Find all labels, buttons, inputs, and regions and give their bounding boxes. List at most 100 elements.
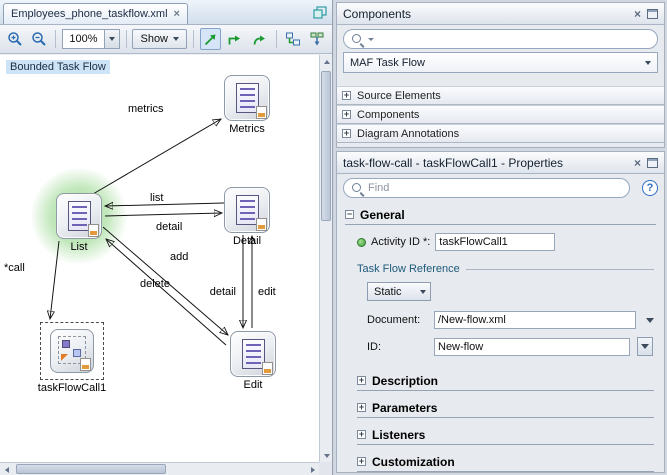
edge-label-call[interactable]: *call [4,262,25,274]
expand-icon[interactable]: + [357,429,366,439]
document-dropdown-icon[interactable] [646,317,654,323]
scroll-right-button[interactable] [306,463,319,475]
section-listeners[interactable]: + Listeners [357,425,654,445]
zoom-out-button[interactable] [28,28,49,50]
edge-label-list[interactable]: list [150,192,163,204]
expand-icon[interactable]: + [357,456,366,466]
document-label: Document: [367,314,421,326]
edge-label-delete[interactable]: delete [140,278,170,290]
edge-label-edit[interactable]: edit [258,286,276,298]
edge-list[interactable] [105,203,225,206]
restore-window-icon[interactable] [313,6,329,19]
curved-connector-button[interactable] [248,28,269,50]
property-set-icon [357,237,366,247]
close-icon[interactable]: × [633,6,641,21]
palette-selector-value: MAF Task Flow [350,56,425,69]
scroll-down-button[interactable] [320,449,332,462]
edge-call[interactable] [50,240,60,319]
edge-metrics[interactable] [92,119,221,195]
edge-label-detail[interactable]: detail [156,221,182,233]
zoom-level-combo[interactable]: 100% [62,29,120,49]
section-parameters[interactable]: + Parameters [357,398,654,418]
id-input[interactable] [434,337,630,356]
section-customization[interactable]: + Customization [357,452,654,472]
diagram-layout-button[interactable] [283,28,304,50]
collapse-icon[interactable]: − [345,209,354,219]
accordion-diagram-annotations[interactable]: + Diagram Annotations [337,124,664,143]
view-activity-icon[interactable] [56,193,102,239]
straight-connector-button[interactable] [199,28,222,50]
chevron-down-icon [173,37,180,41]
editor-tab[interactable]: Employees_phone_taskflow.xml × [3,3,188,24]
editor-tab-label: Employees_phone_taskflow.xml [11,8,168,20]
diagram-canvas[interactable]: Bounded Task Flow metrics list deta [0,55,332,475]
node-label: Detail [232,235,262,247]
tab-close-icon[interactable]: × [173,8,180,20]
components-search-input[interactable] [343,29,658,49]
chevron-down-icon[interactable] [103,30,119,48]
show-menu-button[interactable]: Show [132,29,188,49]
find-input[interactable]: Find [343,178,630,198]
accordion-label: Components [357,108,420,121]
palette-selector-combo[interactable]: MAF Task Flow [343,52,658,73]
vertical-scroll-thumb[interactable] [321,71,331,221]
node-detail[interactable]: Detail [224,187,270,247]
horizontal-scroll-thumb[interactable] [16,464,166,474]
expand-icon[interactable]: + [342,90,351,100]
node-edit[interactable]: Edit [230,331,276,391]
expand-icon[interactable]: + [357,402,366,412]
horizontal-scrollbar[interactable] [0,462,319,475]
view-activity-icon[interactable] [224,187,270,233]
close-icon[interactable]: × [633,155,641,170]
components-panel-header: Components × [337,3,664,25]
minimize-panel-icon[interactable] [647,8,658,19]
accordion-components[interactable]: + Components [337,105,664,124]
zoom-in-button[interactable] [4,28,25,50]
node-label: taskFlowCall1 [37,382,107,394]
help-icon[interactable]: ? [642,179,658,196]
search-icon [351,33,364,46]
toolbar-separator [125,30,127,48]
minimize-panel-icon[interactable] [647,157,658,168]
chevron-down-icon [419,289,426,294]
expand-icon[interactable]: + [342,128,351,138]
page-badge-icon [88,224,99,237]
expand-icon[interactable]: + [342,109,351,119]
accordion-source-elements[interactable]: + Source Elements [337,86,664,105]
orthogonal-connector-button[interactable] [224,28,245,50]
reference-type-combo[interactable]: Static [367,282,431,301]
id-dropdown-button[interactable] [637,337,653,356]
node-metrics[interactable]: Metrics [224,75,270,135]
toolbar-separator [275,30,277,48]
page-badge-icon [262,362,273,375]
view-activity-icon[interactable] [224,75,270,121]
edge-detail-forward[interactable] [104,213,222,216]
properties-panel: task-flow-call - taskFlowCall1 - Propert… [336,151,665,473]
activity-id-input[interactable] [435,233,556,251]
diagram-orientation-button[interactable] [307,28,328,50]
expand-icon[interactable]: + [357,375,366,385]
node-label: List [70,241,88,253]
scroll-left-button[interactable] [0,463,13,475]
edge-add[interactable] [102,226,228,335]
node-taskflowcall1[interactable]: taskFlowCall1 [36,322,108,394]
edge-delete[interactable] [106,239,227,346]
page-badge-icon [256,106,267,119]
section-general[interactable]: − General [345,205,656,225]
section-title: Customization [372,454,455,469]
task-flow-call-icon[interactable] [50,329,94,373]
task-flow-glyph-icon [58,336,86,364]
diagram-toolbar: 100% Show [0,25,332,54]
edge-label-detail-down[interactable]: detail [210,286,236,298]
search-options-icon[interactable] [368,37,374,41]
view-activity-icon[interactable] [230,331,276,377]
zoom-level-value: 100% [69,33,98,45]
scroll-up-button[interactable] [320,55,332,68]
edge-label-add[interactable]: add [170,251,188,263]
edge-label-metrics[interactable]: metrics [128,103,164,115]
vertical-scrollbar[interactable] [319,55,332,462]
section-description[interactable]: + Description [357,371,654,391]
node-list[interactable]: List [56,193,102,253]
document-input[interactable] [434,311,636,329]
